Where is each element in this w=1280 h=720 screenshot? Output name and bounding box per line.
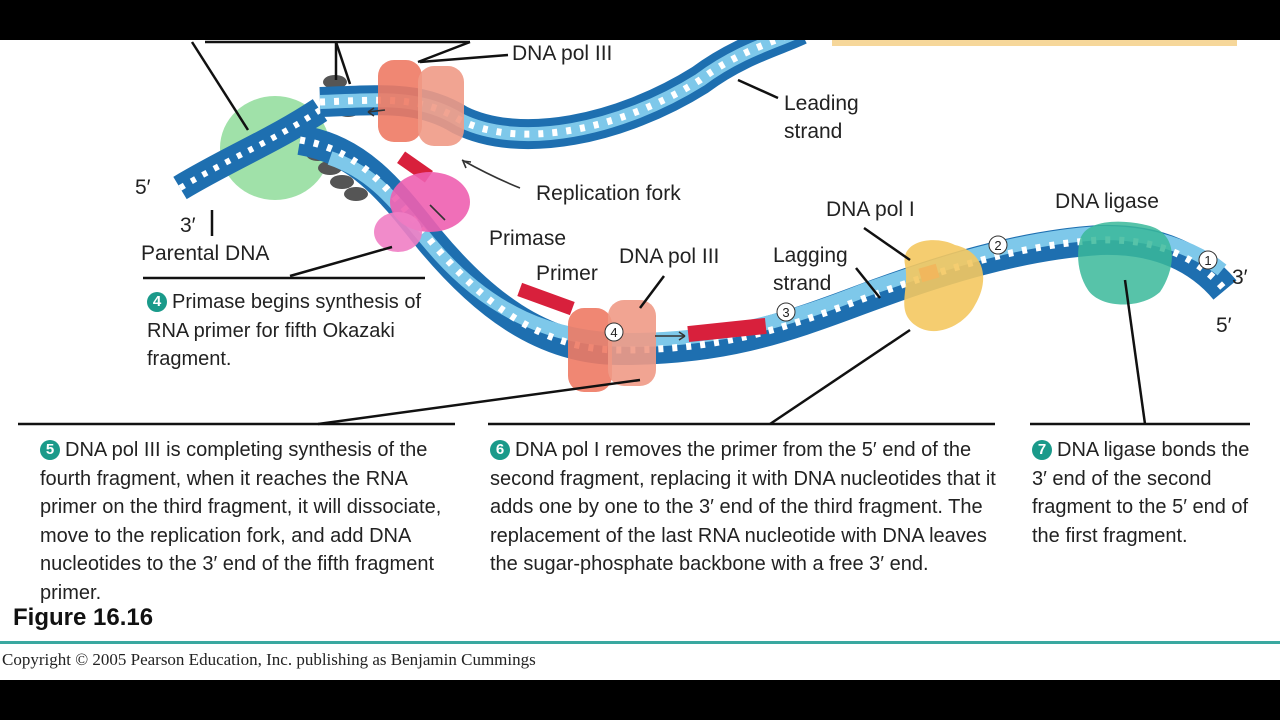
label-3prime-right: 3′	[1232, 266, 1248, 289]
label-primase: Primase	[489, 227, 567, 250]
step-4-number: 4	[147, 292, 167, 312]
dna-pol-i-shape	[904, 240, 984, 332]
step-5-text: DNA pol III is completing synthesis of t…	[40, 439, 442, 604]
dna-pol-iii-top-shape	[378, 60, 464, 146]
diagram-stage: 1 2 3 4 DNA pol III Leading strand Repli…	[0, 40, 1280, 680]
label-lagging-strand: Lagging strand	[773, 244, 848, 295]
dna-ligase-shape	[1078, 221, 1172, 305]
arrows	[367, 107, 686, 341]
label-5prime-left: 5′	[135, 176, 151, 199]
step-5-number: 5	[40, 440, 60, 460]
leader-lines	[18, 40, 1250, 426]
label-primer: Primer	[536, 262, 598, 285]
legend-strip	[832, 40, 1237, 46]
label-dna-pol-iii-top: DNA pol III	[512, 42, 613, 65]
fragment-mark-1	[1198, 250, 1218, 270]
replication-diagram: 1 2 3 4	[18, 40, 1250, 426]
fragment-mark-4	[604, 322, 624, 342]
fragment-mark-2	[988, 235, 1008, 255]
step-4-text: Primase begins synthesis of RNA primer f…	[147, 291, 422, 370]
parental-dna-helix	[173, 99, 328, 200]
dna-pol-iii-lower-shape	[568, 300, 656, 392]
label-dna-pol-iii-lower: DNA pol III	[619, 245, 720, 268]
figure-title: Figure 16.16	[13, 604, 154, 631]
fragment-mark-2-text: 2	[994, 238, 1001, 253]
label-dna-pol-i: DNA pol I	[826, 198, 915, 221]
fragment-mark-1-text: 1	[1204, 253, 1211, 268]
label-leading-strand: Leading strand	[784, 92, 859, 143]
label-5prime-right: 5′	[1216, 314, 1232, 337]
step-7-text: DNA ligase bonds the 3′ end of the secon…	[1032, 439, 1250, 547]
label-dna-ligase: DNA ligase	[1055, 190, 1159, 213]
step-6-text: DNA pol I removes the primer from the 5′…	[490, 439, 996, 575]
bottom-rule	[0, 641, 1280, 644]
primase-lobe	[374, 212, 422, 252]
label-parental-dna: Parental DNA	[141, 242, 270, 265]
fragment-marks: 1 2 3 4	[604, 235, 1218, 342]
fragment-mark-3-text: 3	[782, 305, 789, 320]
label-3prime-left: 3′	[180, 214, 196, 237]
fragment-mark-3	[776, 302, 796, 322]
step-7-number: 7	[1032, 440, 1052, 460]
copyright-text: Copyright © 2005 Pearson Education, Inc.…	[2, 650, 536, 669]
step-6-number: 6	[490, 440, 510, 460]
fragment-mark-4-text: 4	[610, 325, 617, 340]
label-replication-fork: Replication fork	[536, 182, 681, 205]
